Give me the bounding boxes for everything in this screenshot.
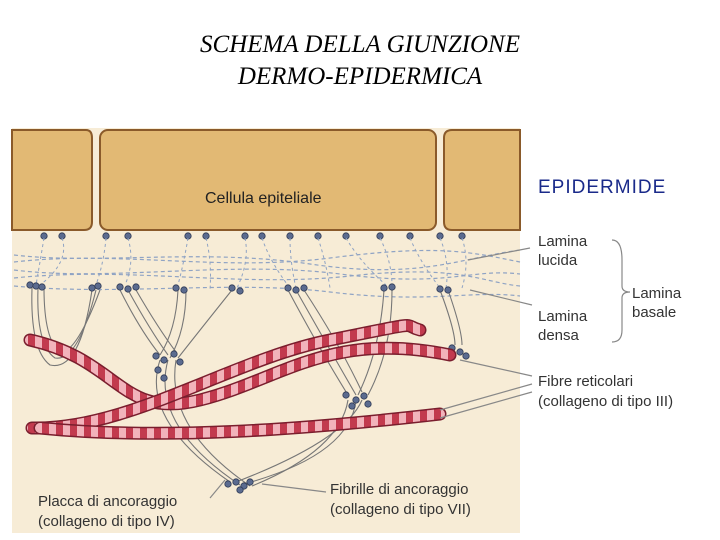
diagram-title-line-1: SCHEMA DELLA GIUNZIONE <box>200 31 520 58</box>
plaque-dot <box>436 285 444 293</box>
plaque-dot <box>170 350 178 358</box>
plaque-dot <box>342 391 350 399</box>
plaque-dot <box>154 366 162 374</box>
plaque-dot <box>300 284 308 292</box>
plaque-dot <box>172 284 180 292</box>
epithelial-cell-left <box>11 129 93 231</box>
lamina-densa-label-2: densa <box>538 327 580 344</box>
epithelial-cell-right <box>443 129 521 231</box>
plaque-dot <box>116 283 124 291</box>
hemidesmosome-dot <box>376 232 384 240</box>
plaque-dot <box>292 286 300 294</box>
plaque-dot <box>462 352 470 360</box>
epithelial-cells <box>11 129 521 231</box>
plaque-dot <box>26 281 34 289</box>
plaque-dot <box>32 282 40 290</box>
plaque-dot <box>160 374 168 382</box>
reticular-fiber-3 <box>35 409 445 439</box>
plaque-dot <box>380 284 388 292</box>
anchoring-fibrils-label-2: (collageno di tipo VII) <box>330 501 471 518</box>
reticular-fiber-2 <box>27 320 425 434</box>
plaque-dot <box>284 284 292 292</box>
anchoring-plaque-label-2: (collageno di tipo IV) <box>38 513 175 530</box>
plaque-dot <box>228 284 236 292</box>
plaque-dot <box>132 283 140 291</box>
plaque-dot <box>176 358 184 366</box>
plaque-dot <box>444 286 452 294</box>
epidermis-label: EPIDERMIDE <box>538 177 666 198</box>
plaque-dot <box>246 478 254 486</box>
lamina-lucida-label-2: lucida <box>538 252 578 269</box>
reticular-fibers-label-2: (collageno di tipo III) <box>538 393 673 410</box>
reticular-fibers-label-1: Fibre reticolari <box>538 373 633 390</box>
anchoring-fibrils-label-1: Fibrille di ancoraggio <box>330 481 468 498</box>
plaque-dot <box>152 352 160 360</box>
label-pointers <box>209 239 631 499</box>
cell-label: Cellula epiteliale <box>205 190 322 207</box>
plaque-dot <box>94 282 102 290</box>
plaque-dot <box>456 348 464 356</box>
diagram-title-line-2: DERMO-EPIDERMICA <box>237 63 483 90</box>
plaque-dot <box>236 287 244 295</box>
anchoring-plaque-dots <box>26 281 470 494</box>
plaque-dot <box>38 283 46 291</box>
plaque-dot <box>364 400 372 408</box>
plaque-dot <box>88 284 96 292</box>
plaque-dot <box>232 478 240 486</box>
lamina-basale-label-1: Lamina <box>632 285 682 302</box>
plaque-dot <box>348 402 356 410</box>
anchoring-filaments <box>35 237 467 291</box>
reticular-fiber-1 <box>25 335 455 409</box>
plaque-dot <box>352 396 360 404</box>
reticular-fibers <box>23 319 457 440</box>
hemidesmosome-dot <box>342 232 350 240</box>
anchoring-plaque-label-1: Placca di ancoraggio <box>38 493 177 510</box>
plaque-dot <box>124 285 132 293</box>
plaque-dot <box>224 480 232 488</box>
epithelial-cell-center <box>99 129 437 231</box>
plaque-dot <box>388 283 396 291</box>
lamina-basale-label-2: basale <box>632 304 676 321</box>
plaque-dot <box>160 356 168 364</box>
plaque-dot <box>360 392 368 400</box>
plaque-dot <box>180 286 188 294</box>
lamina-densa-label-1: Lamina <box>538 308 588 325</box>
lamina-lucida-filaments <box>13 249 521 298</box>
lamina-lucida-label-1: Lamina <box>538 233 588 250</box>
plaque-dot <box>236 486 244 494</box>
